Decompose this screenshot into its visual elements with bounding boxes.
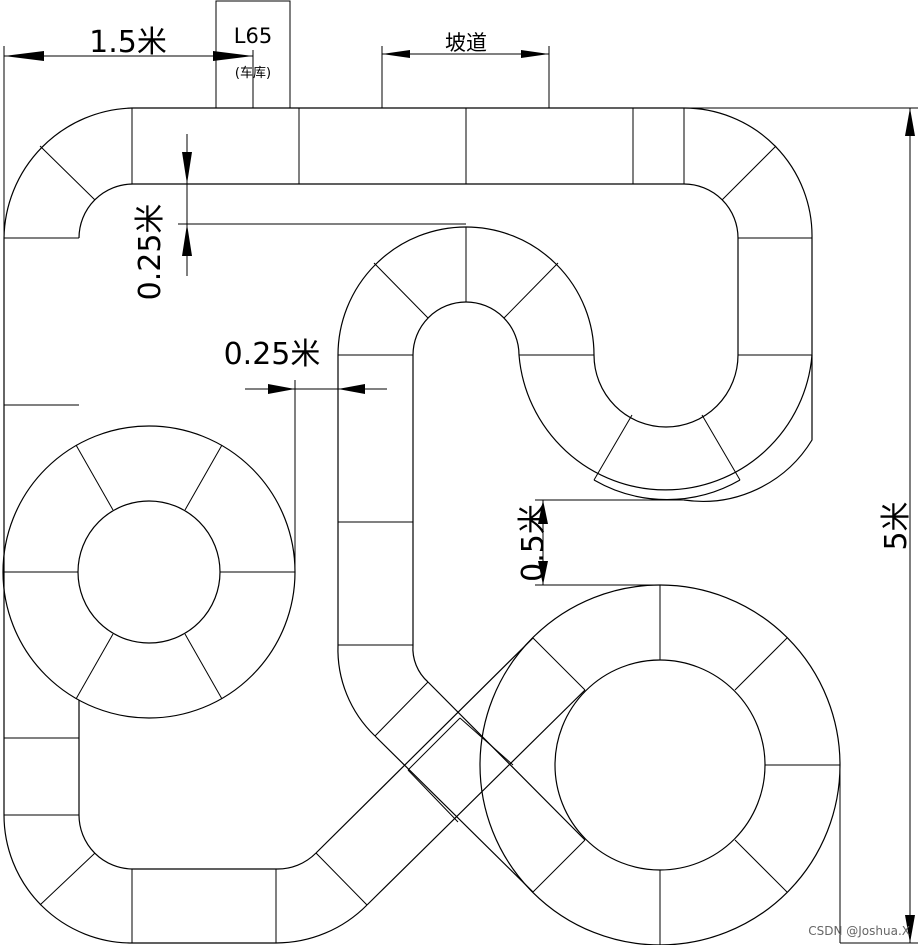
dimension-total-height: 5米 bbox=[684, 107, 918, 944]
dimension-gap-right-label: 0.5米 bbox=[516, 504, 551, 582]
dimension-total-height-label: 5米 bbox=[879, 501, 914, 550]
garage-code: L65 bbox=[234, 24, 272, 48]
garage-label: (车库) bbox=[235, 65, 271, 81]
serpentine-track bbox=[337, 226, 813, 737]
watermark: CSDN @Joshua.X bbox=[808, 924, 910, 938]
dimension-top-width: 1.5米 bbox=[3, 25, 253, 238]
dimension-gap-upper-label: 0.25米 bbox=[133, 204, 168, 301]
garage-box: L65 (车库) bbox=[215, 0, 291, 109]
dimension-gap-upper: 0.25米 bbox=[133, 134, 466, 300]
dimension-top-width-label: 1.5米 bbox=[89, 25, 167, 60]
left-ring-track bbox=[2, 425, 296, 719]
dimension-ramp-label: 坡道 bbox=[445, 31, 487, 55]
crossing-and-right-ring-track bbox=[315, 584, 841, 945]
dimension-ramp: 坡道 bbox=[381, 31, 550, 108]
dimension-gap-middle-label: 0.25米 bbox=[224, 337, 321, 372]
dimension-gap-right: 0.5米 bbox=[516, 499, 684, 586]
outer-loop-track bbox=[3, 107, 813, 944]
dimension-gap-middle: 0.25米 bbox=[224, 337, 387, 572]
